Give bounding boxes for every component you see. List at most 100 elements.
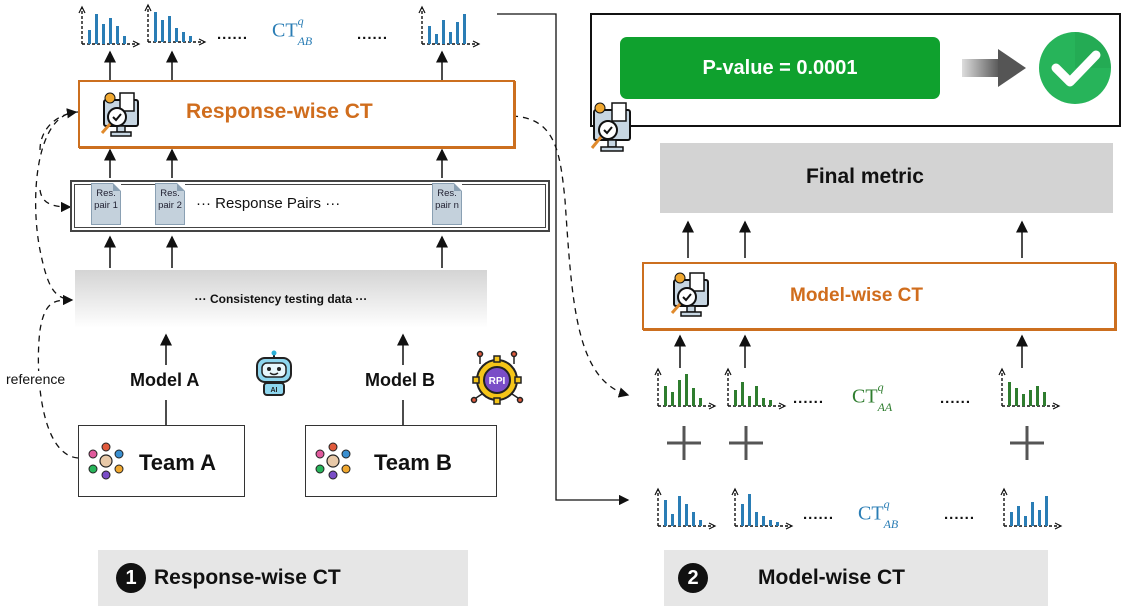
response-pair-doc: Res.pair n [432,183,462,225]
robot-icon: AI [252,350,296,398]
model-wise-ct-title: Model-wise CT [790,285,924,306]
bar-mark [769,400,772,406]
bar-chart-glyph [731,487,794,530]
ct-ab-label-bottom: CTqAB [858,497,899,531]
step2-number: 2 [678,563,708,593]
final-metric-label: Final metric [806,165,924,188]
bar-mark [154,12,157,42]
model-a-label: Model A [130,370,200,390]
bar-chart-glyph [144,3,207,46]
monitor-check-icon [586,100,638,162]
result-box [590,13,1121,127]
response-pairs-label: ··· Response Pairs ··· [196,195,341,212]
bar-mark [1024,516,1027,526]
team-a-label: Team A [139,450,217,475]
bar-mark [741,382,744,406]
response-wise-ct-box: Response-wise CT [78,80,515,148]
bar-chart-glyph [724,367,787,410]
monitor-check-icon [96,90,146,140]
bar-mark [664,386,667,406]
bar-mark [678,496,681,526]
bar-chart-glyph [654,487,717,530]
bar-mark [109,18,112,44]
bar-mark [88,30,91,44]
bar-mark [1029,390,1032,406]
final-metric-box: Final metric [660,143,1113,213]
bar-chart-glyph [78,5,141,48]
consistency-testing-label: ··· Consistency testing data ··· [194,292,368,306]
bar-mark [435,34,438,44]
bar-mark [95,14,98,44]
response-pair-doc: Res.pair 1 [91,183,121,225]
rpi-icon-label: RPI [489,376,506,387]
team-b-label: Team B [374,450,452,475]
bar-mark [1045,496,1048,526]
bar-mark [692,512,695,526]
bar-mark [748,396,751,406]
step1-label-box: 1 Response-wise CT [98,550,468,606]
bar-mark [1008,382,1011,406]
bar-mark [1031,502,1034,526]
bar-mark [755,386,758,406]
bar-mark [428,26,431,44]
bar-mark [102,24,105,44]
bar-mark [442,20,445,44]
bar-mark [685,374,688,406]
team-icon [314,442,352,480]
bar-mark [678,380,681,406]
checkmark-icon [1039,32,1111,104]
model-wise-ct-box: Model-wise CT [642,262,1116,330]
bar-mark [116,26,119,44]
robot-ai-label: AI [271,387,278,394]
bar-mark [1038,510,1041,526]
bar-mark [692,388,695,406]
bar-mark [671,392,674,406]
bar-mark [1017,506,1020,526]
team-icon [87,442,125,480]
gear-rpi-icon: RPI [470,350,524,408]
bar-mark [182,32,185,42]
ct-ab-label-top: CTqAB [272,14,313,48]
bar-mark [776,522,779,526]
bar-mark [699,398,702,406]
reference-label: reference [4,371,68,387]
bar-mark [671,514,674,526]
bar-mark [1043,392,1046,406]
plus-icon [667,426,1044,460]
bar-mark [755,512,758,526]
bar-mark [463,14,466,44]
dots-label: ...... [940,390,972,407]
arrow-right-icon [962,49,1026,87]
bar-chart-glyph [418,5,481,48]
step1-number: 1 [116,563,146,593]
bar-mark [762,516,765,526]
dots-label: ...... [357,26,389,43]
dots-label: ...... [944,506,976,523]
response-wise-ct-title: Response-wise CT [186,100,373,123]
bar-mark [1022,394,1025,406]
bar-mark [762,398,765,406]
team-b-box: Team B [305,425,497,497]
bar-mark [189,36,192,42]
bar-mark [769,520,772,526]
bar-mark [1015,388,1018,406]
consistency-testing-data: ··· Consistency testing data ··· [75,270,487,328]
step1-label: Response-wise CT [154,566,341,589]
bar-chart-glyph [1000,487,1063,530]
bar-mark [161,20,164,42]
dots-label: ...... [803,506,835,523]
step2-label-box: 2 Model-wise CT [664,550,1048,606]
ct-aa-label: CTqAA [852,380,893,414]
response-pairs-box [70,180,550,232]
bar-mark [741,504,744,526]
bar-chart-glyph [654,367,717,410]
bar-mark [748,494,751,526]
bar-mark [1036,386,1039,406]
bar-mark [664,500,667,526]
bar-mark [734,390,737,406]
model-b-label: Model B [365,370,435,390]
bar-mark [168,16,171,42]
bar-mark [449,32,452,44]
bar-mark [175,28,178,42]
